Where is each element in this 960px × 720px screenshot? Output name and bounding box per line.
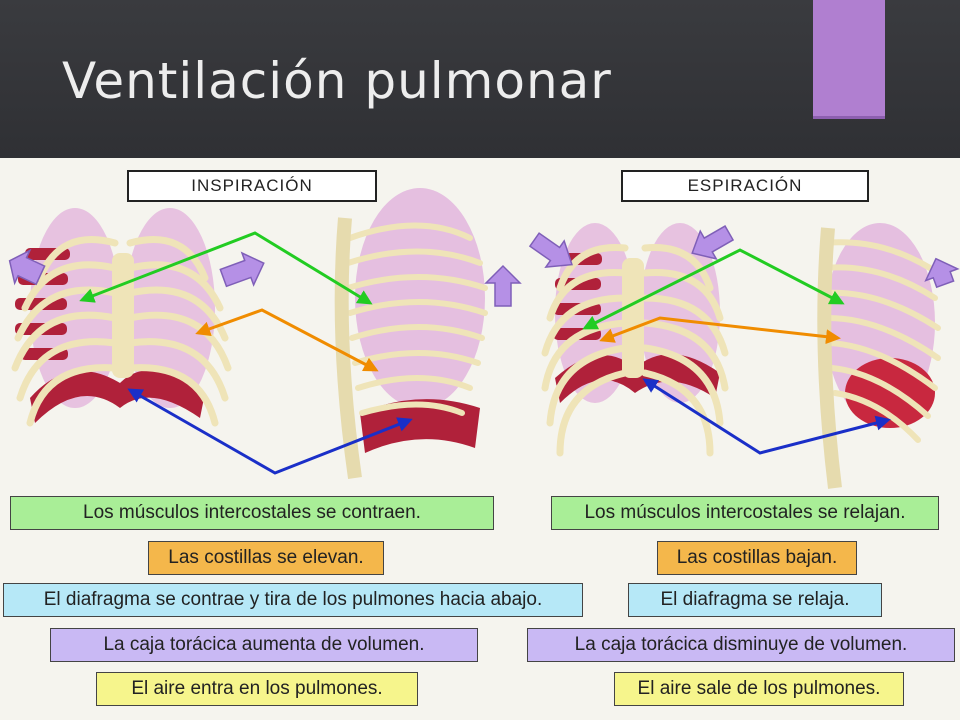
inspiration-front-ribcage xyxy=(11,208,232,427)
ventilation-diagram: INSPIRACIÓN ESPIRACIÓN Los músculos inte… xyxy=(0,158,960,720)
expiration-label-diafragma: El diafragma se relaja. xyxy=(628,583,882,617)
inspiration-heading: INSPIRACIÓN xyxy=(127,170,377,202)
indicator-arrows xyxy=(79,231,891,475)
inspiration-label-intercostales: Los músculos intercostales se contraen. xyxy=(10,496,494,530)
inspiration-label-costillas: Las costillas se elevan. xyxy=(148,541,384,575)
expiration-heading: ESPIRACIÓN xyxy=(621,170,869,202)
expiration-label-aire: El aire sale de los pulmones. xyxy=(614,672,904,706)
expiration-label-intercostales: Los músculos intercostales se relajan. xyxy=(551,496,939,530)
inspiration-label-caja-toracica: La caja torácica aumenta de volumen. xyxy=(50,628,478,662)
accent-bar xyxy=(813,0,885,119)
inspiration-label-aire: El aire entra en los pulmones. xyxy=(96,672,418,706)
inspiration-side-ribcage xyxy=(334,188,488,479)
expiration-label-costillas: Las costillas bajan. xyxy=(657,541,857,575)
expiration-front-ribcage xyxy=(541,223,729,457)
slide-header: Ventilación pulmonar xyxy=(0,0,960,158)
diagram-illustration xyxy=(8,188,960,489)
slide-title: Ventilación pulmonar xyxy=(62,52,612,110)
motion-arrows xyxy=(8,225,960,307)
expiration-label-caja-toracica: La caja torácica disminuye de volumen. xyxy=(527,628,955,662)
inspiration-label-diafragma: El diafragma se contrae y tira de los pu… xyxy=(3,583,583,617)
expiration-side-ribcage xyxy=(817,223,941,489)
